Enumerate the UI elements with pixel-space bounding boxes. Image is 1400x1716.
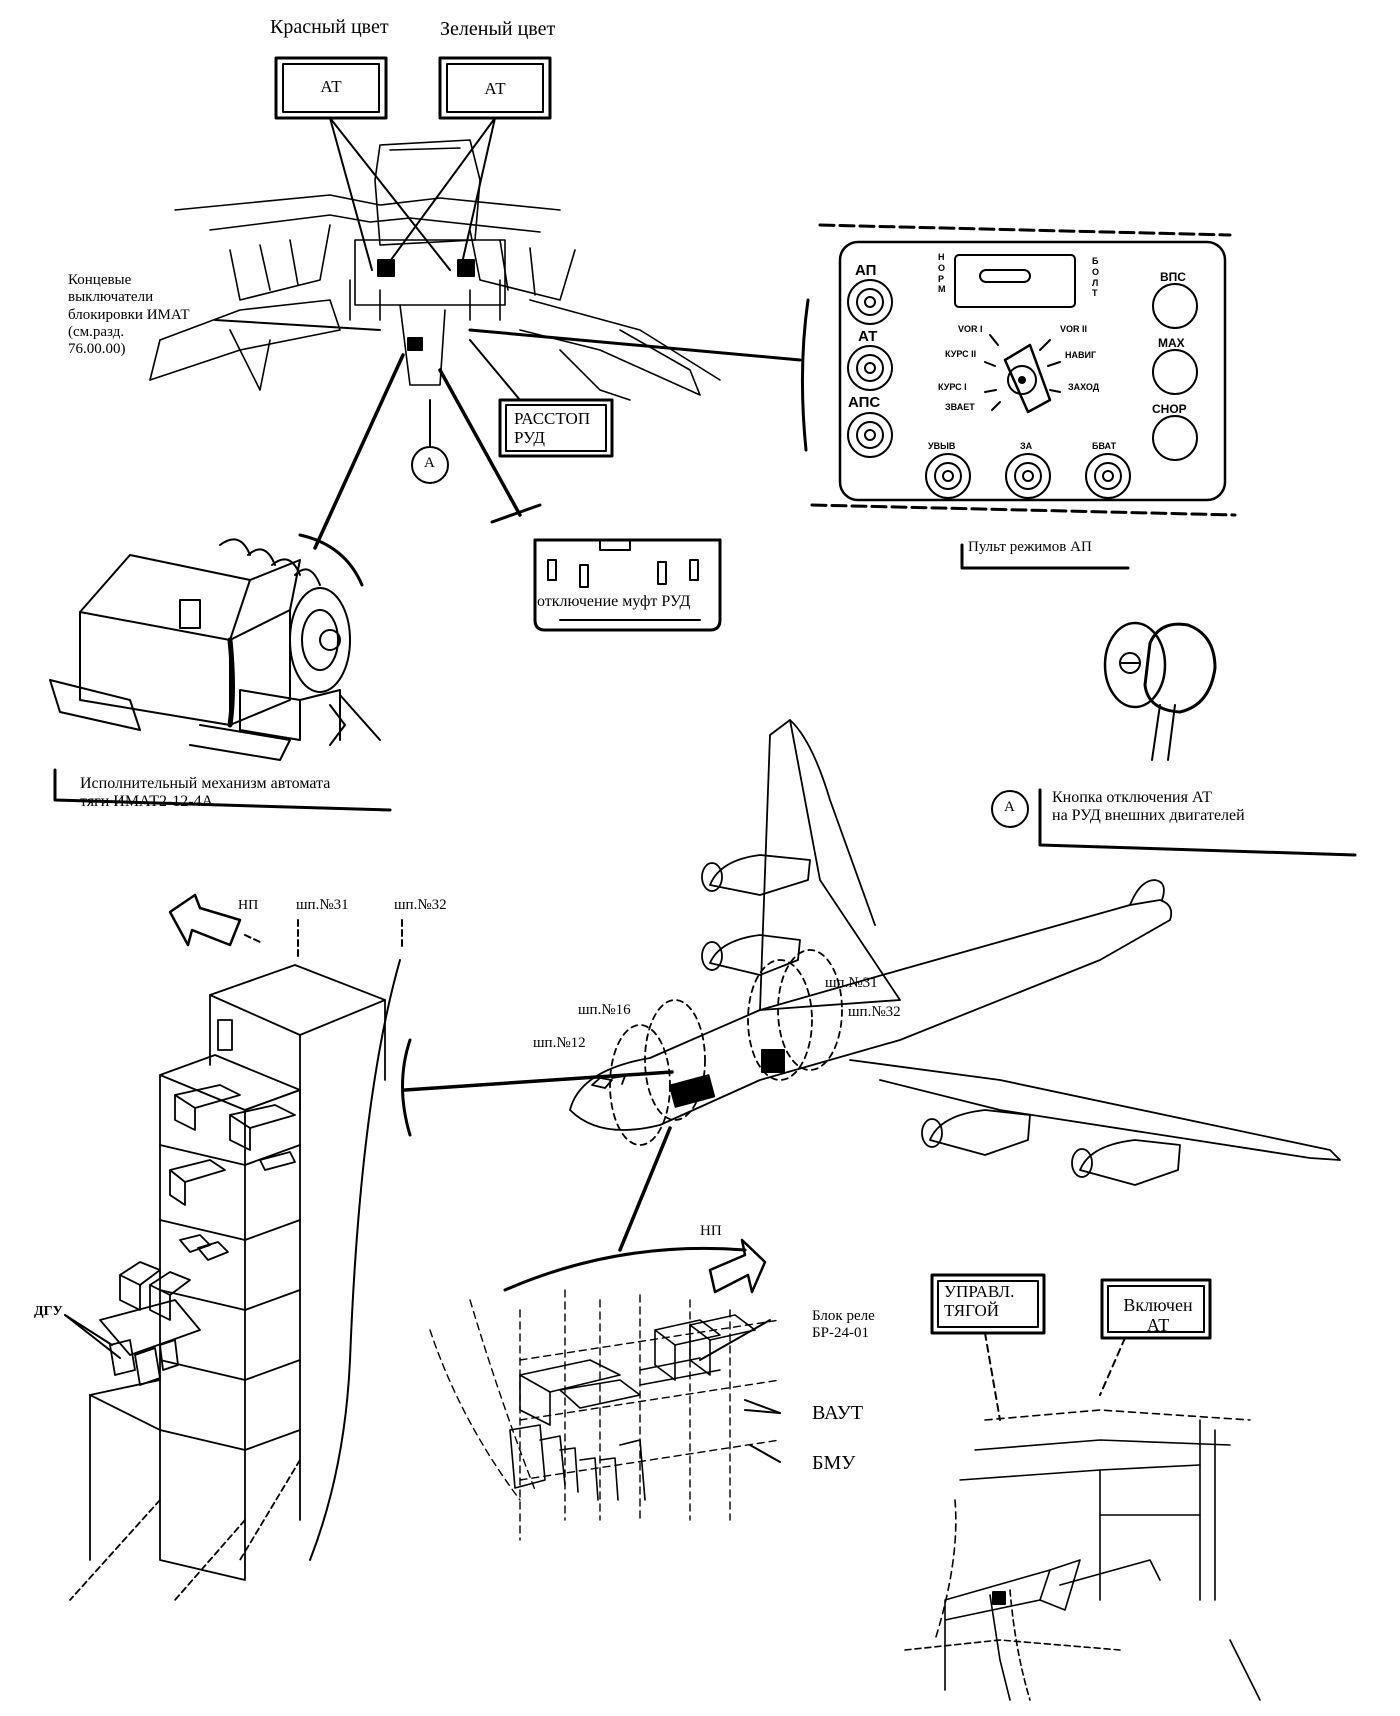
clutch-panel	[533, 538, 722, 632]
ap-panel-frame	[800, 223, 1237, 517]
button-a-caption: Кнопка отключения АТ на РУД внешних двиг…	[1052, 789, 1245, 825]
relay-block-label: Блок реле БР-24-01	[812, 1308, 875, 1342]
actuator-caption: Исполнительный механизм автомата тяги ИМ…	[80, 775, 331, 811]
np-arrow-left	[168, 893, 242, 947]
clutch-panel-label: отключение муфт РУД	[537, 593, 691, 610]
green-color-caption: Зеленый цвет	[440, 18, 556, 40]
red-color-caption: Красный цвет	[270, 16, 389, 38]
red-at-label: АТ	[320, 77, 342, 96]
upravl-box	[930, 1273, 1046, 1335]
np-arrow-right	[708, 1238, 767, 1294]
rack-frame31-label: шп.№31	[296, 897, 349, 913]
relay-blocks	[509, 1314, 756, 1501]
rack-sketch	[69, 964, 386, 1601]
switch-kurs2-label: КУРС II	[945, 349, 977, 359]
switch-zvaet-label: ЗВАЕТ	[945, 402, 975, 412]
switch-navig-label: НАВИГ	[1065, 350, 1097, 360]
aps-button-label: АПС	[848, 394, 881, 411]
button-a-callout: А	[1004, 799, 1015, 815]
aircraft-sketch	[569, 719, 1341, 1186]
thrust-ctrl-annunciator: УПРАВЛ. ТЯГОЙ	[944, 1282, 1015, 1320]
frame16-label: шп.№16	[578, 1002, 631, 1018]
at-engaged-annunciator: Включен АТ	[1123, 1295, 1193, 1335]
cockpit-sketch	[149, 139, 721, 401]
relay-np-label: НП	[700, 1223, 722, 1239]
cockpit-bottom-sketch	[904, 1409, 1261, 1701]
bvat-button-label: БВАТ	[1092, 441, 1117, 451]
vkluchen-box	[1100, 1278, 1212, 1340]
switch-vor2-label: VOR II	[1060, 324, 1088, 334]
max-button-label: МАХ	[1158, 336, 1185, 350]
za-button-label: ЗА	[1020, 441, 1033, 451]
callout-a-label: А	[424, 455, 435, 471]
limit-switches-label: Концевые выключатели блокировки ИМАТ (см…	[68, 272, 190, 357]
frame12-label: шп.№12	[533, 1035, 586, 1051]
rack-np-label: НП	[238, 898, 259, 913]
switch-vor1-label: VOR I	[958, 324, 983, 334]
side-letters-left: НОРМ	[938, 252, 946, 295]
ap-panel-caption: Пульт режимов АП	[968, 539, 1092, 555]
vps-button-label: ВПС	[1160, 270, 1186, 284]
frame31-label: шп.№31	[825, 975, 878, 991]
bmu-label: БМУ	[812, 1452, 856, 1474]
rack-frame32-label: шп.№32	[394, 897, 447, 913]
at-button-label: АТ	[858, 328, 878, 345]
uvyv-button-label: УВЫВ	[928, 441, 956, 451]
switch-zakhod-label: ЗАХОД	[1068, 382, 1100, 392]
relay-sketch	[429, 1289, 781, 1541]
actuator-sketch	[49, 538, 351, 761]
snor-button-label: СНОР	[1152, 402, 1187, 416]
frame32-label: шп.№32	[848, 1004, 901, 1020]
vaut-label: ВАУТ	[812, 1402, 864, 1424]
green-at-label: АТ	[484, 79, 506, 98]
switch-kurs1-label: КУРС I	[938, 382, 967, 392]
ap-button-label: АП	[855, 262, 877, 279]
dgu-label: ДГУ	[34, 1304, 63, 1319]
stop-box-label: РАССТОП РУД	[514, 409, 591, 447]
disconnect-button-sketch	[1103, 621, 1217, 761]
side-letters-right: БОЛТ	[1092, 256, 1100, 299]
